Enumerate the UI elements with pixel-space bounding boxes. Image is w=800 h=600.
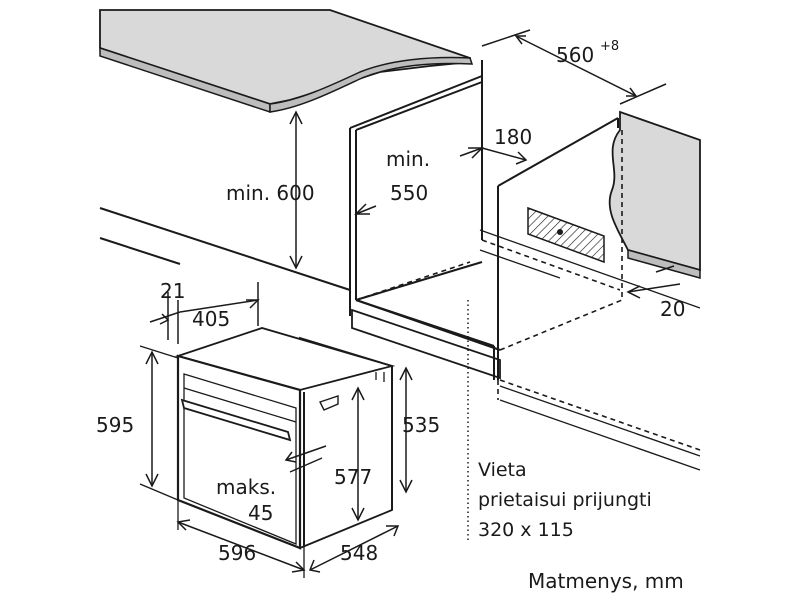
label-units: Matmenys, mm: [528, 569, 684, 593]
label-560: 560: [556, 43, 594, 67]
worktop: [99, 9, 474, 114]
label-45: 45: [248, 501, 273, 525]
connection-box: [527, 206, 605, 264]
label-180: 180: [494, 125, 532, 149]
cabinet-outline: [99, 60, 701, 471]
label-577: 577: [334, 465, 372, 489]
label-560-tolerance: +8: [600, 39, 619, 54]
label-min: min.: [386, 147, 430, 171]
label-550: 550: [390, 181, 428, 205]
label-405: 405: [192, 307, 230, 331]
label-connection-2: prietaisui prijungti: [478, 489, 652, 511]
label-connection-3: 320 x 115: [478, 519, 574, 541]
label-535: 535: [402, 413, 440, 437]
dimensions: [139, 29, 681, 578]
label-548: 548: [340, 541, 378, 565]
label-20: 20: [660, 297, 685, 321]
label-maks: maks.: [216, 475, 276, 499]
oven: [174, 327, 396, 550]
label-596: 596: [218, 541, 256, 565]
label-21: 21: [160, 279, 185, 303]
label-595: 595: [96, 413, 134, 437]
label-connection-1: Vieta: [478, 459, 527, 481]
label-min-600: min. 600: [226, 181, 315, 205]
worktop-right: [608, 110, 701, 279]
